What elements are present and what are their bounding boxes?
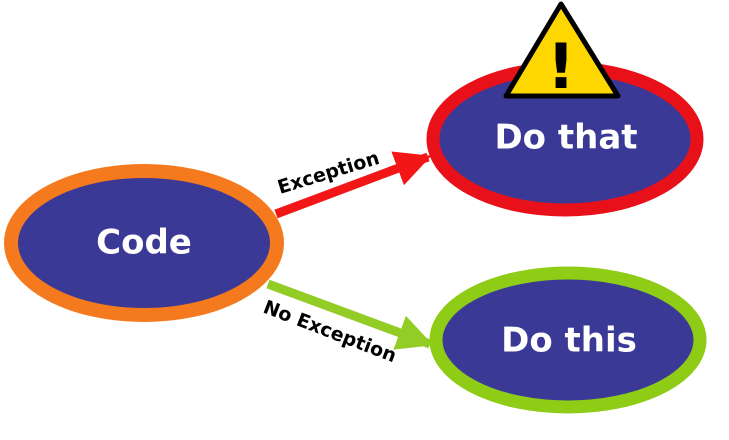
node-code-shape xyxy=(4,164,284,322)
warning-exclamation-mark: ! xyxy=(547,30,575,103)
node-do-that-label: Do that xyxy=(494,118,637,158)
node-code: Code xyxy=(4,164,284,322)
no-exception-arrow xyxy=(266,279,434,350)
exception-arrow xyxy=(274,151,432,219)
node-do-this-shape xyxy=(429,266,707,414)
node-code-label: Code xyxy=(96,223,192,263)
edge-no-exception: No Exception xyxy=(260,279,434,367)
node-do-this: Do this xyxy=(429,266,707,414)
edge-exception: Exception xyxy=(274,147,432,219)
warning-triangle-icon: ! xyxy=(503,1,621,103)
node-do-this-label: Do this xyxy=(501,321,637,361)
